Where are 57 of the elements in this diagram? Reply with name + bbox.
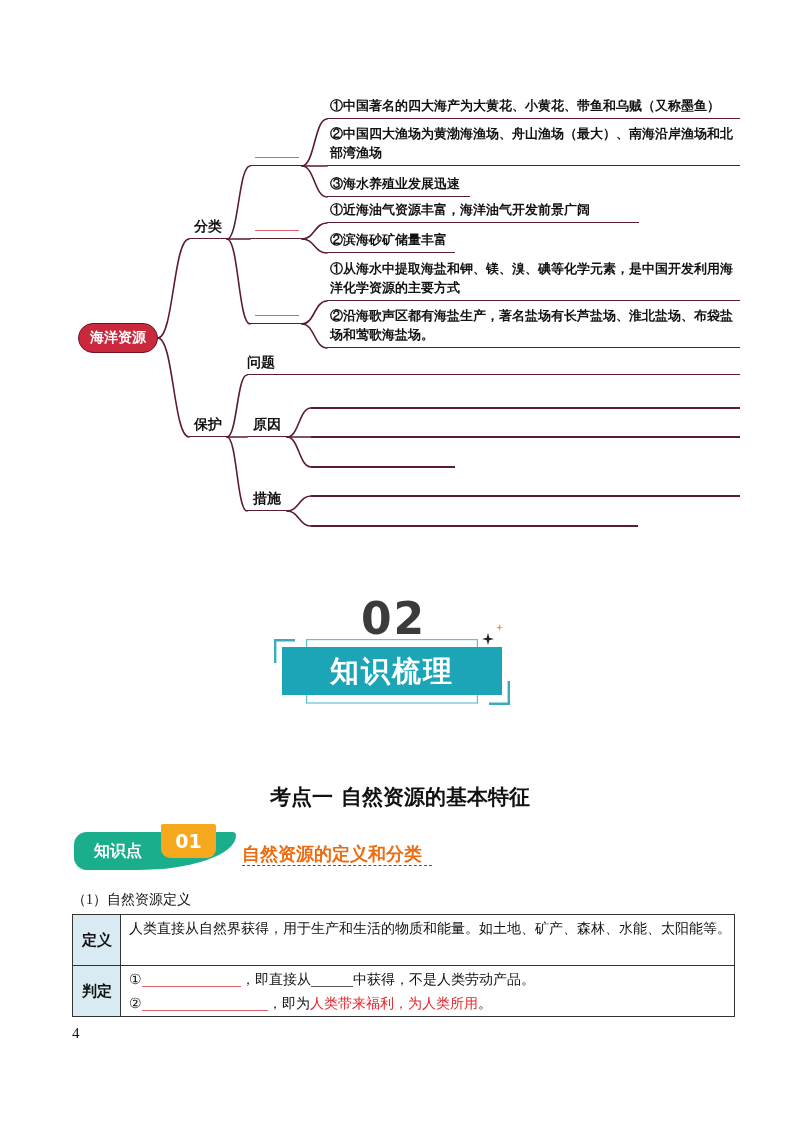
section-number: 02 (361, 596, 427, 642)
leaf-topic: ②中国四大渔场为黄渤海渔场、舟山渔场（最大）、南海沿岸渔场和北部湾渔场 (327, 124, 740, 166)
number-tab: 01 (161, 824, 216, 858)
branch-connector (286, 510, 312, 527)
section-subtitle: 自然资源的定义和分类 (242, 843, 432, 866)
branch-connector (301, 300, 328, 325)
fill-in-line (311, 495, 740, 497)
page-number: 4 (72, 1024, 80, 1042)
header-cell: 定义 (72, 914, 121, 966)
leaf-topic: ③海水养殖业发展迅速 (327, 175, 470, 197)
leaf-topic: ①近海油气资源丰富，海洋油气开发前景广阔 (327, 201, 639, 223)
section-heading: 考点一 自然资源的基本特征 (270, 784, 530, 810)
branch-connector (286, 436, 312, 468)
branch-connector (286, 495, 312, 512)
branch-connector (301, 165, 328, 167)
branch-connector (226, 238, 251, 240)
branch-connector (226, 165, 251, 240)
branch-connector (301, 238, 328, 254)
leaf-topic: ②滨海砂矿储量丰富 (327, 231, 455, 253)
branch-topic: 保护 (189, 415, 227, 437)
branch-topic: 原因 (247, 415, 287, 437)
branch-connector (301, 222, 328, 240)
table-cell: 人类直接从自然界获得，用于生产和生活的物质和能量。如土地、矿产、森林、水能、太阳能等。 (120, 914, 735, 966)
list-marker: ① (129, 971, 142, 987)
list-marker: ② (129, 995, 142, 1011)
branch-connector (286, 436, 312, 438)
branch-connector (301, 323, 328, 349)
fill-in-line (311, 436, 740, 438)
cell-text: 。 (478, 995, 492, 1011)
section-banner: 知识梳理 (282, 647, 502, 695)
cell-text: ，即为 (268, 995, 310, 1011)
leaf-topic: ①中国著名的四大海产为大黄花、小黄花、带鱼和乌贼（又称墨鱼） (327, 97, 740, 119)
branch-connector (301, 165, 328, 198)
fill-in-line (311, 466, 455, 468)
leaf-topic: ②沿海歌声区都有海盐生产，著名盐场有长芦盐场、淮北盐场、布袋盐场和莺歌海盐场。 (327, 306, 740, 348)
branch-connector (226, 374, 248, 438)
fill-in-line (311, 525, 638, 527)
branch-line (250, 315, 302, 324)
branch-line (250, 157, 302, 166)
branch-connector (157, 337, 190, 438)
branch-topic: 分类 (189, 217, 227, 239)
subheading-text: （1）自然资源定义 (72, 891, 191, 909)
root-topic: 海洋资源 (78, 323, 158, 353)
branch-connector (226, 436, 248, 438)
cell-text: 中获得，不是人类劳动产品。 (353, 971, 535, 987)
branch-connector (226, 238, 251, 325)
cell-text: ，即直接从 (241, 971, 311, 987)
branch-connector (301, 118, 328, 167)
leaf-topic: ①从海水中提取海盐和钾、镁、溴、碘等化学元素，是中国开发利用海洋化学资源的主要方式 (327, 259, 740, 301)
branch-topic: 问题 (247, 353, 740, 375)
header-cell: 判定 (72, 965, 121, 1017)
branch-connector (157, 238, 190, 339)
branch-line (250, 230, 302, 239)
fill-in-line (311, 407, 740, 409)
branch-connector (226, 436, 248, 512)
branch-topic: 措施 (247, 489, 287, 511)
answer-text: 人类带来福利，为人类所用 (310, 995, 478, 1011)
